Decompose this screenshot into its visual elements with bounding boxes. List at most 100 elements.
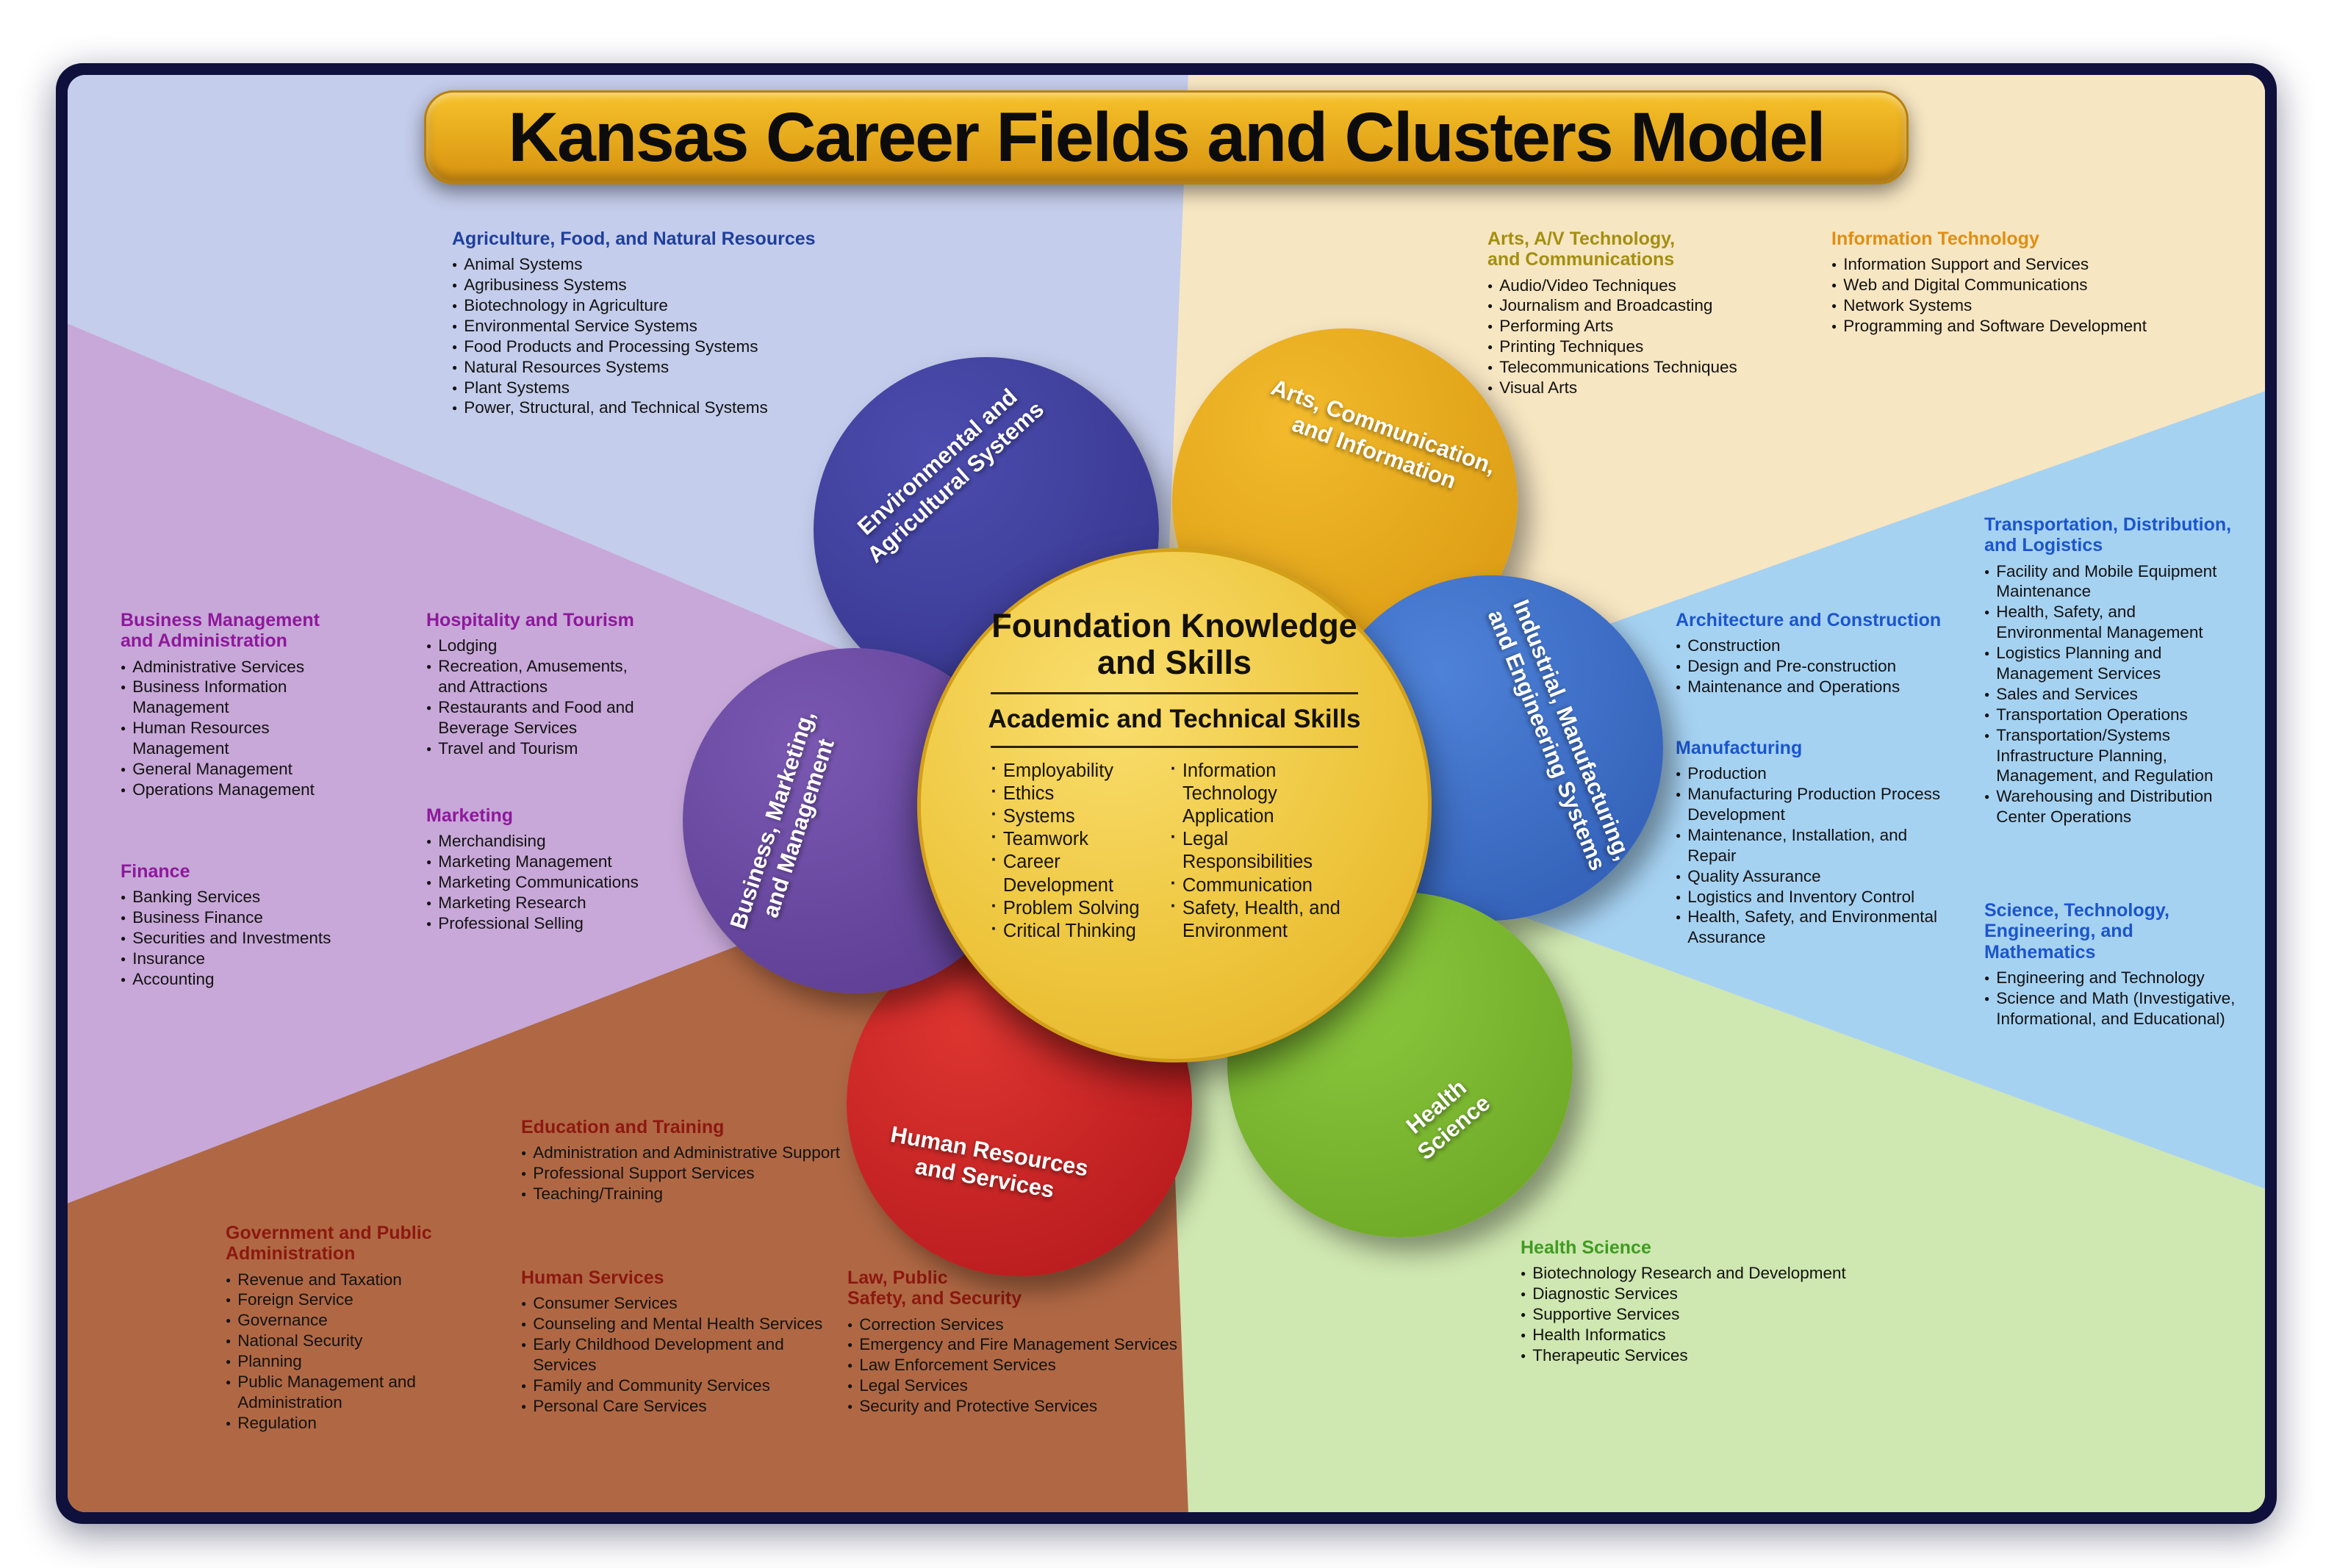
list-item-text: Security and Protective Services: [859, 1397, 1098, 1416]
list-item: ●Engineering and Technology: [1984, 968, 2249, 988]
bullet-icon: ●: [847, 1360, 853, 1371]
bullet-icon: ●: [1984, 791, 1990, 802]
bullet-icon: ●: [1521, 1268, 1526, 1279]
bullet-icon: ●: [1676, 769, 1681, 780]
list-item: ●Operations Management: [121, 780, 359, 800]
bullet-icon: ●: [121, 892, 126, 903]
list-item-text: Science and Math (Investigative, Informa…: [1996, 988, 2236, 1028]
list-item: ●Sales and Services: [1984, 684, 2241, 705]
list-item-text: Printing Techniques: [1499, 337, 1644, 356]
bullet-icon: ●: [1984, 709, 1990, 720]
list-item-text: Supportive Services: [1532, 1305, 1680, 1324]
bullet-icon: ·: [991, 895, 997, 916]
cluster-list: ●Banking Services●Business Finance●Secur…: [121, 887, 407, 989]
list-item-text: Lodging: [438, 636, 498, 655]
bullet-icon: ●: [1487, 280, 1493, 291]
petal-label: Business, Marketing, and Management: [725, 708, 839, 932]
title-banner: Kansas Career Fields and Clusters Model: [424, 90, 1909, 184]
bullet-icon: ●: [1984, 972, 1990, 983]
bullet-icon: ·: [991, 827, 997, 848]
cluster-arts-av: Arts, A/V Technology, and Communications…: [1487, 229, 1833, 398]
cluster-list: ●Production●Manufacturing Production Pro…: [1676, 763, 1948, 948]
list-item-text: Emergency and Fire Management Services: [859, 1335, 1177, 1354]
bullet-icon: ●: [1676, 871, 1681, 882]
cluster-information-technology: Information Technology ●Information Supp…: [1831, 229, 2155, 337]
bullet-icon: ●: [121, 723, 126, 734]
cluster-heading: Agriculture, Food, and Natural Resources: [452, 229, 816, 249]
list-item: ·Teamwork: [991, 828, 1159, 851]
list-item-text: Facility and Mobile Equipment Maintenanc…: [1996, 561, 2217, 601]
list-item: ●Restaurants and Food and Beverage Servi…: [426, 697, 647, 738]
list-item: ●Securities and Investments: [121, 928, 407, 949]
cluster-list: ●Animal Systems●Agribusiness Systems●Bio…: [452, 254, 908, 418]
bullet-icon: ●: [1521, 1289, 1526, 1300]
bullet-icon: ·: [1170, 895, 1177, 916]
list-item: ●Travel and Tourism: [426, 738, 647, 759]
list-item-text: Telecommunications Techniques: [1499, 358, 1737, 377]
list-item-text: Animal Systems: [464, 255, 583, 274]
list-item-text: Business Information Management: [132, 677, 287, 717]
list-item-text: Banking Services: [132, 888, 261, 907]
list-item-text: Correction Services: [859, 1315, 1004, 1334]
bullet-icon: ·: [991, 781, 997, 802]
cluster-list: ●Information Support and Services●Web an…: [1831, 254, 2155, 337]
list-item: ● Banking Services: [121, 887, 407, 907]
cluster-list: ●Merchandising●Marketing Management●Mark…: [426, 831, 742, 933]
bullet-icon: ●: [1676, 912, 1681, 923]
list-item: ●Environmental Service Systems: [452, 316, 908, 337]
list-item-text: Merchandising: [438, 832, 546, 851]
list-item-text: Marketing Communications: [438, 873, 639, 892]
list-item-text: Critical Thinking: [1002, 920, 1136, 941]
list-item: ●Public Management and Administration: [226, 1372, 520, 1413]
bullet-icon: ●: [226, 1295, 231, 1306]
list-item-text: Teaching/Training: [533, 1184, 664, 1204]
bullet-icon: ●: [521, 1339, 527, 1351]
list-item-text: Information Support and Services: [1843, 255, 2089, 274]
cluster-list: ●Revenue and Taxation●Foreign Service●Go…: [226, 1270, 520, 1434]
list-item-text: Early Childhood Development and Services: [533, 1335, 784, 1374]
cluster-architecture-construction: Architecture and Construction ●Construct…: [1676, 610, 1984, 697]
bullet-icon: ●: [1676, 891, 1681, 902]
bullet-icon: ●: [452, 341, 458, 352]
list-item: ●Quality Assurance: [1676, 866, 1948, 887]
bullet-icon: ●: [452, 362, 458, 373]
list-item: ●Therapeutic Services: [1521, 1345, 2035, 1366]
list-item-text: Web and Digital Communications: [1843, 276, 2088, 295]
bullet-icon: ●: [426, 857, 432, 868]
list-item-text: Professional Support Services: [533, 1164, 755, 1183]
cluster-business-management: Business Management and Administration ●…: [121, 610, 359, 800]
list-item-text: Marketing Management: [438, 852, 612, 871]
list-item: ●Programming and Software Development: [1831, 316, 2155, 337]
list-item: ●Maintenance and Operations: [1676, 677, 1984, 697]
list-item-text: Health Informatics: [1532, 1325, 1666, 1344]
foundation-subtitle: Academic and Technical Skills: [988, 705, 1361, 733]
bullet-icon: ●: [426, 918, 432, 929]
divider: [991, 692, 1358, 694]
bullet-icon: ●: [1487, 362, 1493, 373]
list-item: ●General Management: [121, 759, 359, 780]
cluster-marketing: Marketing ● Merchandising ● Marketing Manag…: [426, 805, 742, 934]
page-title: Kansas Career Fields and Clusters Model: [508, 98, 1826, 176]
list-item-text: Sales and Services: [1996, 684, 2138, 703]
list-item: ●Health, Safety, and Environmental Assur…: [1676, 907, 1948, 948]
cluster-law-safety-security: Law, Public Safety, and Security ●Correc…: [847, 1267, 1185, 1417]
cluster-list: ●Administration and Administrative Suppo…: [521, 1143, 844, 1204]
foundation-circle: Foundation Knowledge and Skills Academic…: [917, 548, 1432, 1062]
cluster-human-services: Human Services ●Consumer Services●Counse…: [521, 1267, 844, 1417]
list-item-text: Health, Safety, and Environmental Manage…: [1996, 603, 2203, 642]
petal-label: Arts, Communication, and Information: [1268, 374, 1499, 494]
list-item-text: Logistics Planning and Management Servic…: [1996, 644, 2162, 683]
petal-label: Human Resources and Services: [889, 1121, 1091, 1204]
list-item: ●Supportive Services: [1521, 1304, 2035, 1325]
list-item: ●Revenue and Taxation: [226, 1270, 520, 1290]
cluster-heading: Science, Technology, Engineering, and Ma…: [1984, 900, 2169, 963]
foundation-title: Foundation Knowledge and Skills: [991, 607, 1357, 681]
list-item-text: Safety, Health, and Environment: [1182, 897, 1340, 941]
list-item-text: Food Products and Processing Systems: [464, 337, 758, 356]
bullet-icon: ●: [1487, 301, 1493, 312]
list-item: ●Information Support and Services: [1831, 254, 2155, 275]
cluster-heading: Marketing: [426, 805, 514, 826]
list-item-text: Operations Management: [132, 780, 315, 799]
list-item-text: Legal Responsibilities: [1182, 829, 1313, 873]
